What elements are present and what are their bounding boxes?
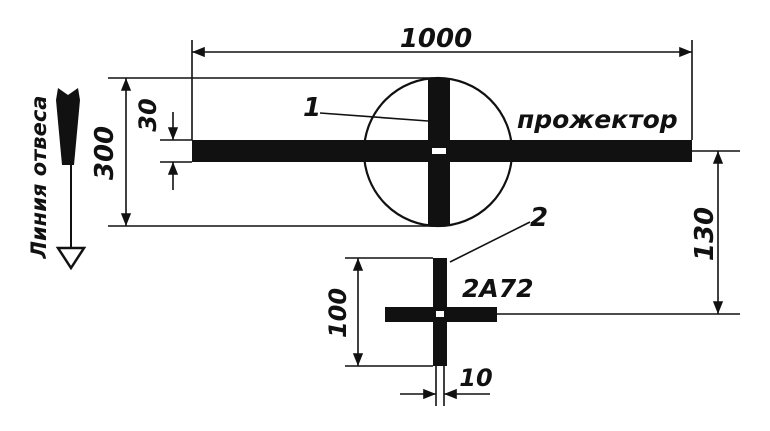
dim-small-height-label: 100 [324, 288, 352, 338]
dim-top-width-label: 1000 [400, 24, 472, 54]
dim-top-width [191, 40, 693, 140]
large-center-slot [432, 148, 446, 154]
dim-left-height [108, 77, 440, 227]
dim-bar-thickness-label: 30 [134, 98, 162, 131]
plumb-line-label: Линия отвеса [27, 96, 51, 260]
plumb-line-symbol [55, 88, 87, 271]
dim-small-height [345, 257, 433, 367]
projector-label: прожектор [517, 105, 678, 134]
model-label: 2А72 [462, 274, 534, 303]
small-center-slot [436, 311, 444, 317]
small-cross [385, 258, 497, 366]
dim-small-width [400, 366, 490, 406]
plumb-arrowhead-icon [55, 246, 87, 271]
callout-1-leader [319, 112, 429, 122]
plumb-arrow-fletching-icon [56, 88, 80, 165]
callout-1-label: 1 [303, 93, 321, 123]
callout-2-leader [449, 221, 531, 263]
dim-bar-thickness [160, 112, 192, 190]
dim-right-offset [497, 150, 740, 315]
dim-right-offset-label: 130 [690, 207, 720, 261]
callout-2-label: 2 [530, 203, 548, 233]
dim-small-width-label: 10 [459, 364, 492, 392]
dim-left-height-label: 300 [90, 126, 120, 180]
large-cross [192, 76, 692, 228]
